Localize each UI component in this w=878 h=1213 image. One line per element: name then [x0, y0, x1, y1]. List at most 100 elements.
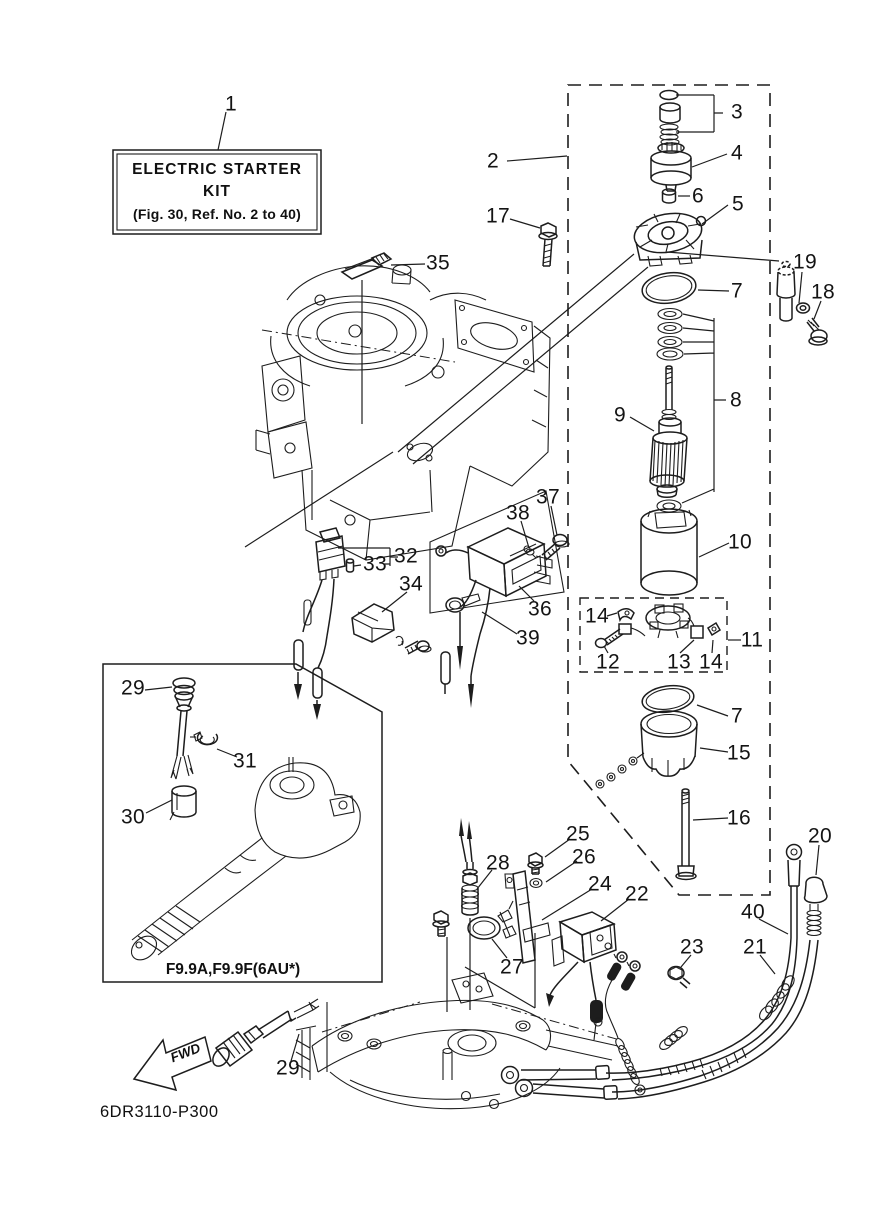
- callout-23: 23: [680, 936, 704, 959]
- callout-17: 17: [486, 205, 510, 228]
- callout-7: 7: [731, 705, 743, 728]
- callout-36: 36: [528, 598, 552, 621]
- callout-11: 11: [741, 629, 763, 652]
- rear-bracket-part-15: [595, 710, 698, 789]
- starter-switch-group: [293, 527, 432, 720]
- callout-29: 29: [121, 677, 145, 700]
- leader-lines: [144, 94, 822, 1062]
- callout-15: 15: [727, 742, 751, 765]
- title-line-3: (Fig. 30, Ref. No. 2 to 40): [133, 206, 301, 222]
- title-line-2: KIT: [203, 183, 231, 200]
- callout-14: 14: [585, 605, 609, 628]
- through-bolt-part-16: [675, 788, 697, 881]
- relay-group: [435, 527, 570, 708]
- title-line-1: ELECTRIC STARTER: [132, 161, 302, 178]
- engine-illustration: [255, 264, 551, 561]
- callout-3: 3: [731, 101, 743, 124]
- starter-button-part-29a: [170, 677, 196, 780]
- callout-14: 14: [699, 651, 723, 674]
- armature-part-9: [649, 365, 688, 498]
- callout-2: 2: [487, 150, 499, 173]
- terminal-hardware: [595, 752, 645, 789]
- callout-24: 24: [588, 873, 612, 896]
- brush-set-dashed-box: [579, 597, 728, 673]
- callout-19: 19: [793, 251, 817, 274]
- callout-35: 35: [426, 252, 450, 275]
- callout-1: 1: [225, 93, 237, 116]
- starter-relay-part-22: [546, 911, 641, 1041]
- callout-37: 37: [536, 486, 560, 509]
- callout-7: 7: [731, 280, 743, 303]
- callout-20: 20: [808, 825, 832, 848]
- bushing-part-6: [661, 188, 677, 204]
- cable-20-21: [514, 876, 828, 1100]
- tiller-arm-illustration: [130, 757, 361, 961]
- callout-8: 8: [730, 389, 742, 412]
- callout-16: 16: [727, 807, 751, 830]
- callout-26: 26: [572, 846, 596, 869]
- fwd-direction-arrow: FWD: [132, 1035, 212, 1092]
- clamp-part-31: [190, 731, 219, 746]
- front-bracket-part-5: [633, 212, 707, 267]
- callout-29: 29: [276, 1057, 300, 1080]
- callout-21: 21: [743, 936, 767, 959]
- callout-27: 27: [500, 956, 524, 979]
- title-box: ELECTRIC STARTER KIT (Fig. 30, Ref. No. …: [112, 149, 322, 235]
- cable-end-part-19: [776, 260, 811, 322]
- starter-button-part-29b: [212, 998, 320, 1068]
- washer-part-26: [529, 877, 543, 889]
- tiller-group-box: [102, 663, 383, 983]
- fwd-label: FWD: [168, 1040, 202, 1065]
- kit-dashed-box: [567, 84, 771, 896]
- clamp-bracket-illustration: [295, 972, 621, 1110]
- cable-40: [500, 843, 803, 1085]
- callout-9: 9: [614, 404, 626, 427]
- solenoid-group: [432, 818, 691, 1096]
- callout-38: 38: [506, 502, 530, 525]
- terminal-screw-part-18: [806, 317, 828, 346]
- callout-13: 13: [667, 651, 691, 674]
- cable-wrap-coil: [759, 975, 795, 1021]
- fuse-holder-part: [340, 252, 393, 280]
- drawing-number: 6DR3110-P300: [100, 1103, 219, 1121]
- brush-holder-parts-11-14: [594, 603, 722, 649]
- neutral-switch-part-28: [459, 818, 480, 916]
- callout-12: 12: [596, 651, 620, 674]
- bolt-part-25: [527, 852, 544, 875]
- callout-39: 39: [516, 627, 540, 650]
- clamp-part-27: [467, 900, 517, 940]
- cap-part-30: [169, 785, 197, 821]
- starter-exploded-parts: [594, 89, 722, 881]
- callout-6: 6: [692, 185, 704, 208]
- pinion-gear-part-4: [650, 142, 692, 192]
- o-ring-part-7-lower: [641, 684, 695, 714]
- tiller-group: [130, 677, 361, 961]
- side-bolt: [432, 910, 450, 937]
- yoke-part-10: [640, 508, 698, 596]
- o-ring-part-7-upper: [641, 271, 697, 305]
- callout-31: 31: [233, 750, 257, 773]
- model-note: F9.9A,F9.9F(6AU*): [166, 961, 300, 978]
- relay-group-box: [429, 490, 565, 614]
- callout-10: 10: [728, 531, 752, 554]
- callout-40: 40: [741, 901, 765, 924]
- callout-28: 28: [486, 852, 510, 875]
- callout-30: 30: [121, 806, 145, 829]
- callout-34: 34: [399, 573, 423, 596]
- battery-cables: [500, 843, 828, 1100]
- callout-4: 4: [731, 142, 743, 165]
- callout-5: 5: [732, 193, 744, 216]
- callout-22: 22: [625, 883, 649, 906]
- inner-coil: [659, 1025, 688, 1051]
- bracket-part-24: [504, 870, 551, 964]
- callout-18: 18: [811, 281, 835, 304]
- callout-33: 33: [363, 553, 387, 576]
- mount-bolt-part-17: [538, 222, 558, 267]
- bolt-part-23: [667, 965, 691, 989]
- stopper-set-part-3: [659, 89, 681, 146]
- callout-32: 32: [394, 545, 418, 568]
- coiled-lead: [607, 1013, 646, 1096]
